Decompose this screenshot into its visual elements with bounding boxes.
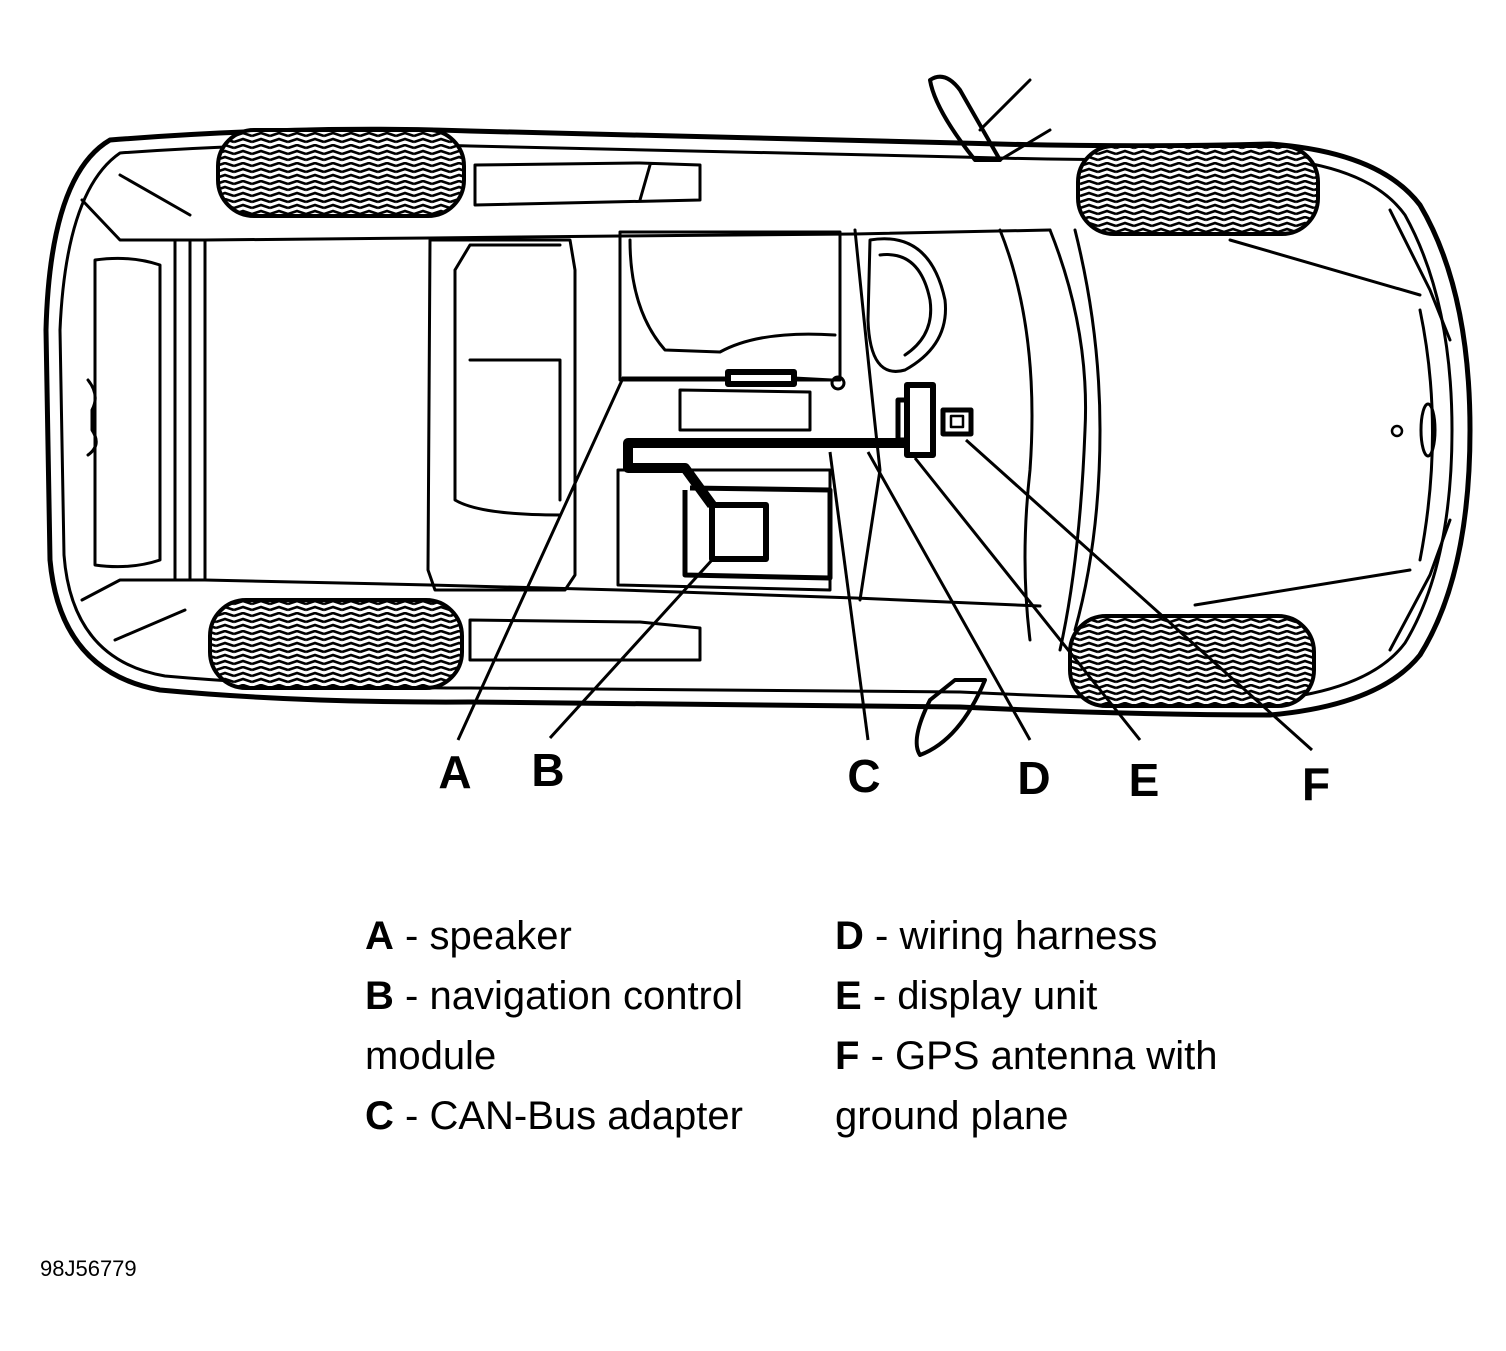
legend-item-b: B - navigation control module xyxy=(365,966,785,1086)
leader-line-d xyxy=(866,451,1032,741)
legend-key-c: C xyxy=(365,1094,394,1138)
gps-antenna xyxy=(940,407,974,437)
legend-separator: - xyxy=(875,914,889,958)
display-unit xyxy=(904,382,936,458)
legend-item-d: D - wiring harness xyxy=(835,906,1275,966)
tire-front-right xyxy=(1068,614,1316,708)
leader-line-c xyxy=(828,451,870,741)
leader-line-b xyxy=(548,558,714,740)
rear-seat xyxy=(426,238,577,592)
legend-item-f: F - GPS antenna with ground plane xyxy=(835,1026,1275,1146)
leader-line-e xyxy=(913,457,1142,741)
legend-key-f: F xyxy=(835,1034,860,1078)
legend-text-e: display unit xyxy=(897,974,1098,1018)
legend-key-e: E xyxy=(835,974,862,1018)
legend-item-c: C - CAN-Bus adapter xyxy=(365,1086,785,1146)
legend-separator: - xyxy=(870,1034,884,1078)
callout-f: F xyxy=(1302,758,1330,810)
callout-b: B xyxy=(531,744,564,796)
windshield xyxy=(1073,228,1102,632)
legend-key-a: A xyxy=(365,914,394,958)
legend-text-d: wiring harness xyxy=(899,914,1158,958)
figure-id: 98J56779 xyxy=(40,1256,137,1281)
legend-left-column: A - speaker B - navigation control modul… xyxy=(365,906,785,1146)
mirror-left xyxy=(928,74,1002,162)
legend-separator: - xyxy=(872,974,887,1018)
legend-item-a: A - speaker xyxy=(365,906,785,966)
legend-key-d: D xyxy=(835,914,864,958)
tire-rear-right xyxy=(208,598,464,690)
front-seat-right xyxy=(616,468,832,592)
speaker xyxy=(725,369,797,387)
front-seat-left xyxy=(618,230,842,382)
legend-key-b: B xyxy=(365,974,394,1018)
legend-text-c: CAN-Bus adapter xyxy=(429,1094,743,1138)
leader-line-a xyxy=(456,376,728,741)
callout-e: E xyxy=(1129,754,1160,806)
callout-a: A xyxy=(438,746,471,798)
legend-separator: - xyxy=(405,1094,419,1138)
legend-item-e: E - display unit xyxy=(835,966,1275,1026)
navigation-control-module xyxy=(709,502,769,562)
legend-right-column: D - wiring harness E - display unit F - … xyxy=(835,906,1275,1146)
rear-window xyxy=(93,256,162,569)
mirror-right xyxy=(914,678,987,757)
legend-text-a: speaker xyxy=(429,914,572,958)
legend-text-b: navigation control module xyxy=(365,974,744,1078)
legend-separator: - xyxy=(405,974,419,1018)
wiring-harness xyxy=(623,438,905,508)
tire-front-left xyxy=(1076,144,1320,236)
callout-c: C xyxy=(847,750,880,802)
legend-text-f: GPS antenna with ground plane xyxy=(835,1034,1218,1138)
tire-rear-left xyxy=(216,128,466,218)
leader-line-f xyxy=(964,438,1314,752)
callout-d: D xyxy=(1017,752,1050,804)
steering-wheel xyxy=(866,237,947,373)
legend-separator: - xyxy=(405,914,419,958)
